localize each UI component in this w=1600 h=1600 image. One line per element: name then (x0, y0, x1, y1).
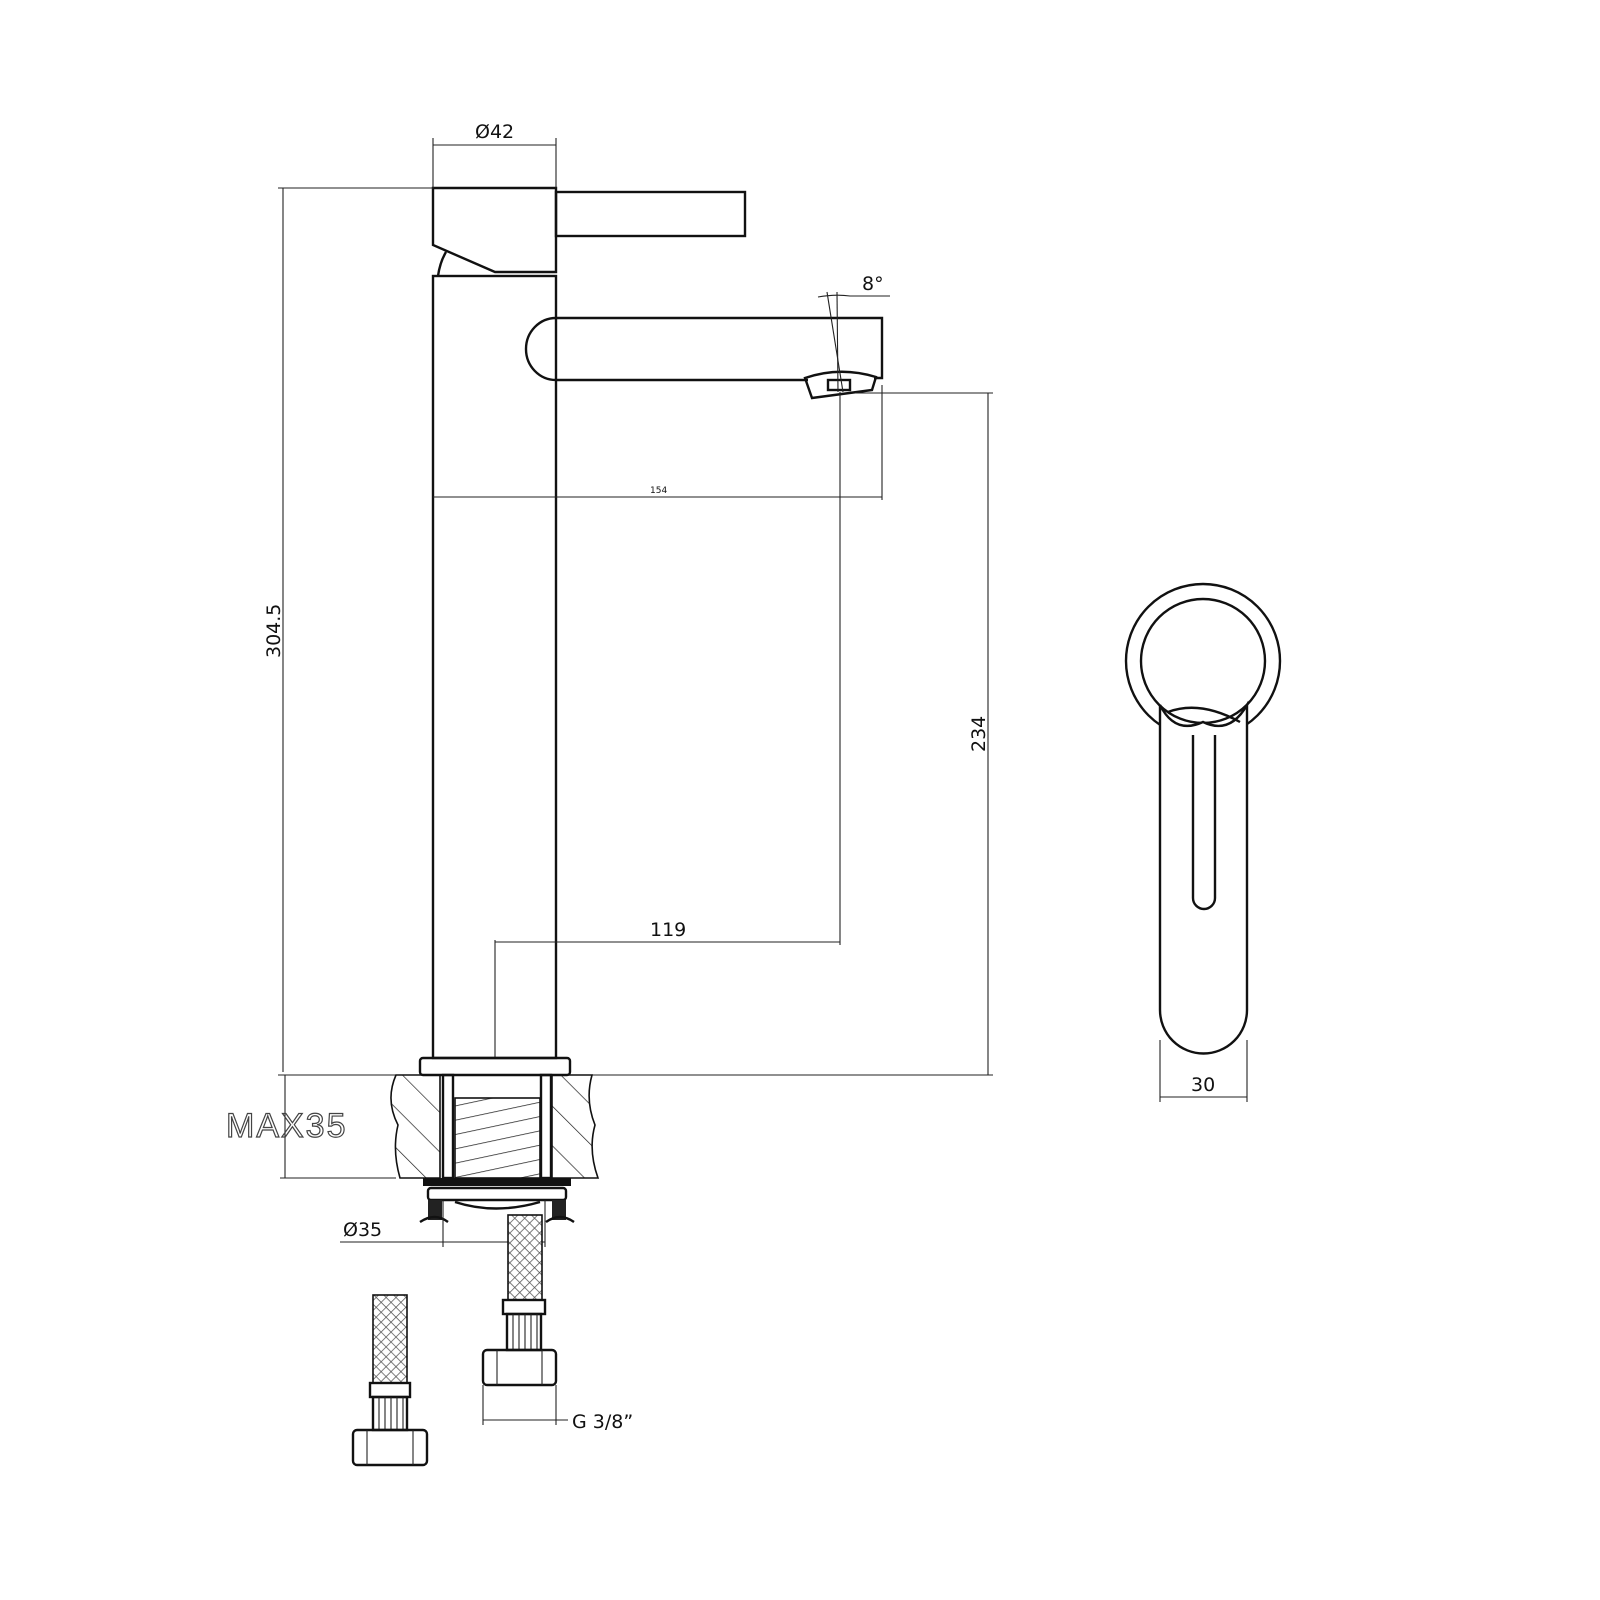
tap-spout (524, 316, 884, 400)
tap-handle (431, 186, 747, 277)
svg-text:G 3/8”: G 3/8” (572, 1411, 633, 1433)
svg-text:119: 119 (650, 919, 686, 941)
svg-text:Ø35: Ø35 (343, 1219, 382, 1241)
spare-hose (351, 1294, 429, 1467)
attached-hose (481, 1214, 558, 1387)
handle-diameter-dimension: Ø42 (432, 121, 557, 188)
counter-section (390, 1056, 600, 1224)
thread-dimension: G 3/8” (482, 1385, 633, 1433)
svg-text:234: 234 (968, 716, 990, 752)
hole-diameter-dimension: Ø35 (340, 1200, 546, 1247)
overall-height-dimension: 304.5 (263, 187, 433, 1072)
svg-text:30: 30 (1191, 1074, 1215, 1096)
svg-text:154: 154 (650, 486, 667, 496)
spout-height-dimension: 234 (278, 392, 993, 1076)
lever-width-dimension: 30 (1159, 1040, 1248, 1102)
svg-text:Ø42: Ø42 (475, 121, 514, 143)
svg-text:304.5: 304.5 (263, 604, 285, 658)
angle-annotation: 8° (817, 273, 890, 393)
max-thickness-dimension: MAX35 (225, 1075, 396, 1179)
svg-text:MAX35: MAX35 (226, 1107, 348, 1145)
side-view-handle (1124, 582, 1282, 1055)
spout-reach-dimension: 119 (494, 392, 841, 1058)
reach-154-dimension: 154 (433, 385, 883, 500)
angle-label: 8° (862, 273, 884, 295)
